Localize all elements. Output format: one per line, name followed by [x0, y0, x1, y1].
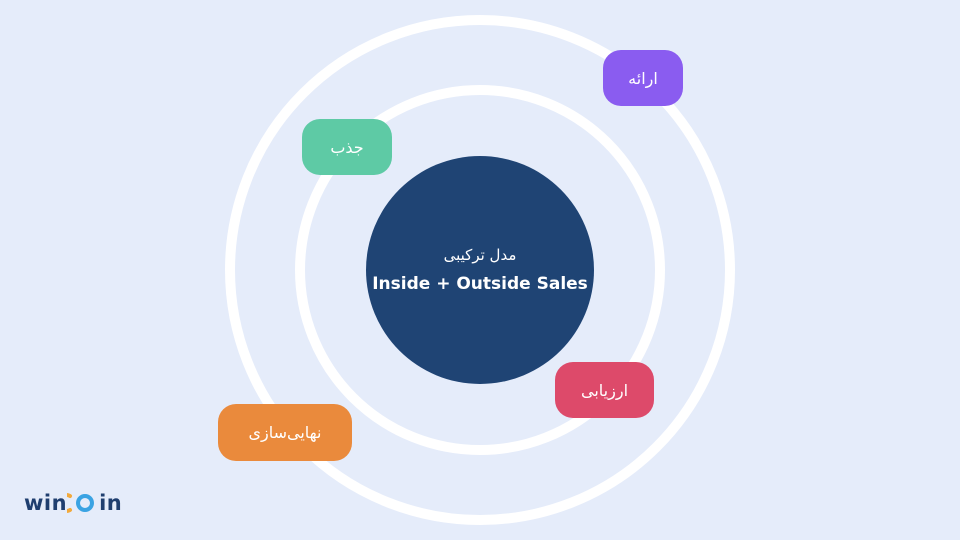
center-title: Inside + Outside Sales: [372, 274, 588, 294]
stage-attraction: جذب: [302, 119, 392, 175]
stage-finalization: نهایی‌سازی: [218, 404, 352, 461]
inner-ring: [295, 85, 665, 455]
logo-text-right: in: [99, 491, 123, 515]
outer-ring: [225, 15, 735, 525]
logo-text-left: win: [24, 491, 68, 515]
coin-logo-icon: [67, 492, 99, 514]
center-subtitle: مدل ترکیبی: [443, 246, 517, 264]
stage-evaluation: ارزیابی: [555, 362, 654, 418]
center-circle: مدل ترکیبی Inside + Outside Sales: [366, 156, 594, 384]
stage-presentation: ارائه: [603, 50, 683, 106]
wincoin-logo: win in: [24, 488, 122, 518]
